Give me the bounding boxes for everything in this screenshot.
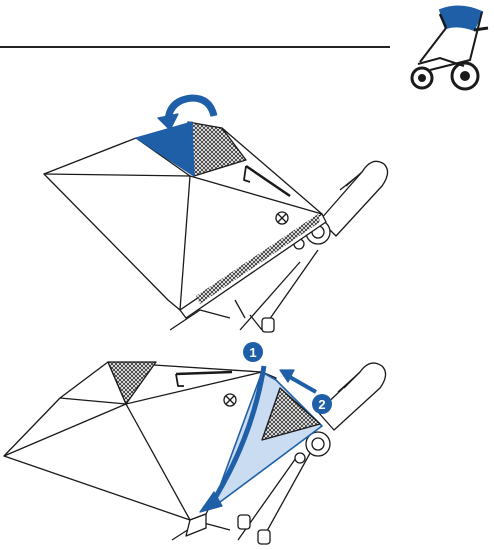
arrow-step-1: [207, 365, 267, 508]
canopy-closed-view: [43, 94, 389, 333]
curved-arrow-icon: [164, 94, 218, 121]
stroller-frame-bottom: [171, 362, 387, 545]
canopy-flap: [135, 121, 195, 177]
svg-text:2: 2: [318, 397, 325, 412]
step-badge-1: 1: [243, 342, 263, 362]
mesh-window-bottom: [107, 361, 157, 405]
svg-text:1: 1: [249, 345, 256, 360]
zipper-icon: [243, 164, 291, 198]
step-badge-2: 2: [312, 394, 332, 414]
stroller-thumbnail-icon: [410, 5, 489, 91]
circle-plus-icon-bottom: [223, 393, 237, 407]
zipper-icon-bottom: [175, 370, 233, 387]
canopy-open-view: [3, 361, 387, 545]
circle-plus-icon: [275, 211, 289, 225]
arrow-step-2: [287, 374, 317, 394]
section-divider: [0, 46, 390, 48]
